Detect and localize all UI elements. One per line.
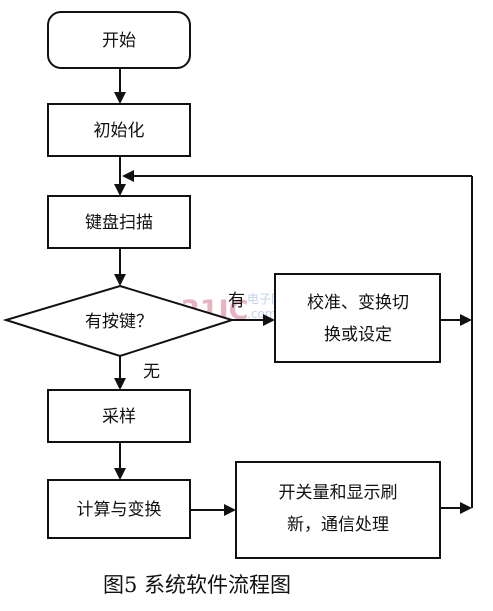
arrowhead bbox=[460, 502, 472, 514]
node-scan: 键盘扫描 bbox=[47, 195, 191, 249]
compute-label: 计算与变换 bbox=[77, 500, 162, 520]
init-label: 初始化 bbox=[94, 121, 145, 141]
calibrate-label-line1: 校准、变换切 bbox=[307, 293, 409, 313]
io-label-line2: 新，通信处理 bbox=[287, 515, 389, 535]
arrowhead bbox=[114, 184, 126, 196]
node-sample: 采样 bbox=[47, 389, 191, 443]
decision-diamond bbox=[2, 284, 236, 358]
calibrate-label-line2: 换或设定 bbox=[324, 325, 392, 345]
node-start: 开始 bbox=[47, 11, 191, 69]
edge-label-no: 无 bbox=[143, 362, 160, 382]
start-terminal bbox=[47, 11, 191, 69]
io-box bbox=[235, 461, 441, 559]
arrowhead bbox=[114, 92, 126, 104]
sample-box bbox=[47, 389, 191, 443]
node-init: 初始化 bbox=[47, 103, 191, 157]
arrowhead bbox=[114, 468, 126, 480]
scan-box bbox=[47, 195, 191, 249]
arrowhead bbox=[114, 378, 126, 390]
start-label: 开始 bbox=[102, 31, 136, 51]
arrowhead bbox=[263, 314, 275, 326]
arrowhead bbox=[114, 274, 126, 286]
node-io: 开关量和显示刷 新，通信处理 bbox=[235, 461, 441, 559]
compute-box bbox=[47, 479, 191, 539]
node-decision: 有按键？ bbox=[2, 284, 236, 358]
arrowhead bbox=[122, 170, 134, 182]
decision-label: 有按键？ bbox=[85, 312, 153, 332]
node-calibrate: 校准、变换切 换或设定 bbox=[274, 273, 441, 363]
arrowhead bbox=[224, 504, 236, 516]
init-box bbox=[47, 103, 191, 157]
sample-label: 采样 bbox=[102, 407, 136, 427]
edge-label-yes: 有 bbox=[228, 291, 245, 311]
connectors bbox=[114, 68, 473, 516]
io-label-line1: 开关量和显示刷 bbox=[279, 483, 398, 503]
node-compute: 计算与变换 bbox=[47, 479, 191, 539]
figure-caption: 图5 系统软件流程图 bbox=[103, 573, 291, 597]
arrowhead bbox=[460, 314, 472, 326]
scan-label: 键盘扫描 bbox=[85, 213, 153, 233]
calibrate-box bbox=[274, 273, 441, 363]
